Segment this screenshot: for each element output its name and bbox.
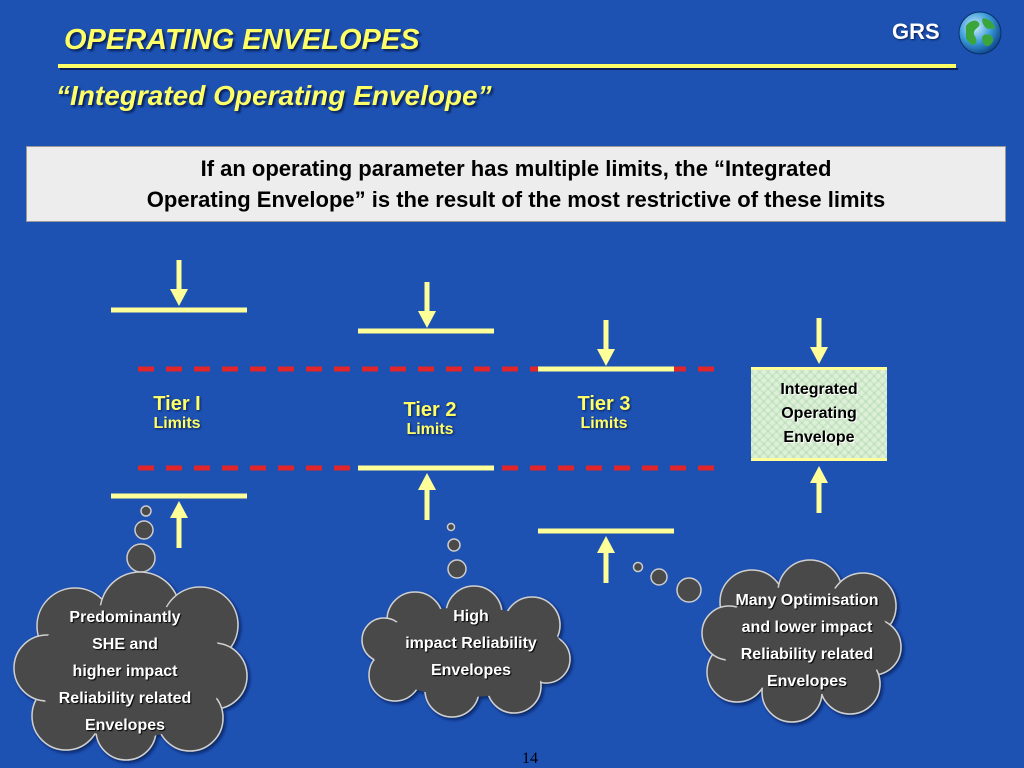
cloud3-line-1: Many Optimisation bbox=[735, 592, 879, 609]
tier3-up-arrow bbox=[597, 536, 615, 583]
globe-icon bbox=[958, 11, 1002, 55]
tier1-up-arrow bbox=[170, 501, 188, 548]
page-number: 14 bbox=[522, 750, 538, 767]
cloud3-line-2: and lower impact bbox=[741, 619, 873, 636]
tier1-label: Tier I Limits bbox=[117, 393, 237, 433]
title-rule bbox=[58, 64, 956, 68]
cloud1-text: Predominantly SHE and higher impact Reli… bbox=[30, 604, 220, 739]
cloud2-line-1: High bbox=[453, 608, 489, 625]
page-title: OPERATING ENVELOPES bbox=[64, 24, 420, 56]
tier3-label: Tier 3 Limits bbox=[544, 393, 664, 433]
cloud3-line-3: Reliability related bbox=[740, 646, 874, 663]
integrated-up-arrow bbox=[810, 466, 828, 513]
cloud-she-envelopes bbox=[13, 571, 248, 761]
cloud1-line-4: Reliability related bbox=[58, 690, 192, 707]
cloud2-line-2: impact Reliability bbox=[405, 635, 537, 652]
definition-line-1: If an operating parameter has multiple l… bbox=[200, 156, 832, 181]
cloud2-text: High impact Reliability Envelopes bbox=[376, 603, 566, 684]
integrated-down-arrow bbox=[810, 318, 828, 364]
tier2-subtitle: Limits bbox=[406, 421, 454, 438]
tier3-down-arrow bbox=[597, 320, 615, 366]
ioe-line-2: Operating bbox=[781, 405, 857, 422]
cloud1-line-3: higher impact bbox=[72, 663, 178, 680]
integrated-envelope-box: Integrated Operating Envelope bbox=[751, 367, 887, 461]
cloud1-line-5: Envelopes bbox=[84, 717, 166, 734]
title-rule-shadow bbox=[60, 68, 958, 70]
tier1-down-arrow bbox=[170, 260, 188, 306]
cloud3-bubble-trail bbox=[632, 561, 702, 603]
brand-name: GRS bbox=[892, 19, 940, 44]
tier1-title: Tier I bbox=[153, 393, 201, 415]
cloud1-line-1: Predominantly bbox=[69, 609, 181, 626]
tier3-title: Tier 3 bbox=[577, 393, 631, 415]
cloud1-line-2: SHE and bbox=[92, 636, 158, 653]
cloud-optimisation-envelopes bbox=[701, 559, 902, 723]
tier2-label: Tier 2 Limits bbox=[370, 399, 490, 439]
definition-line-2: Operating Envelope” is the result of the… bbox=[146, 187, 886, 212]
cloud1-bubble-trail bbox=[126, 505, 156, 573]
definition-text: If an operating parameter has multiple l… bbox=[147, 153, 885, 215]
tier3-subtitle: Limits bbox=[580, 415, 628, 432]
cloud-high-impact-envelopes bbox=[361, 585, 571, 718]
tier2-title: Tier 2 bbox=[403, 399, 457, 421]
definition-box: If an operating parameter has multiple l… bbox=[26, 146, 1006, 222]
page-subtitle: “Integrated Operating Envelope” bbox=[56, 80, 492, 111]
tier2-down-arrow bbox=[418, 282, 436, 328]
ioe-line-1: Integrated bbox=[780, 381, 858, 398]
ioe-line-3: Envelope bbox=[783, 429, 855, 446]
tier2-up-arrow bbox=[418, 473, 436, 520]
cloud3-text: Many Optimisation and lower impact Relia… bbox=[712, 587, 902, 695]
tier1-subtitle: Limits bbox=[153, 415, 201, 432]
integrated-envelope-label: Integrated Operating Envelope bbox=[780, 378, 857, 450]
cloud3-line-4: Envelopes bbox=[766, 673, 848, 690]
cloud2-bubble-trail bbox=[446, 522, 467, 579]
cloud2-line-3: Envelopes bbox=[430, 662, 512, 679]
